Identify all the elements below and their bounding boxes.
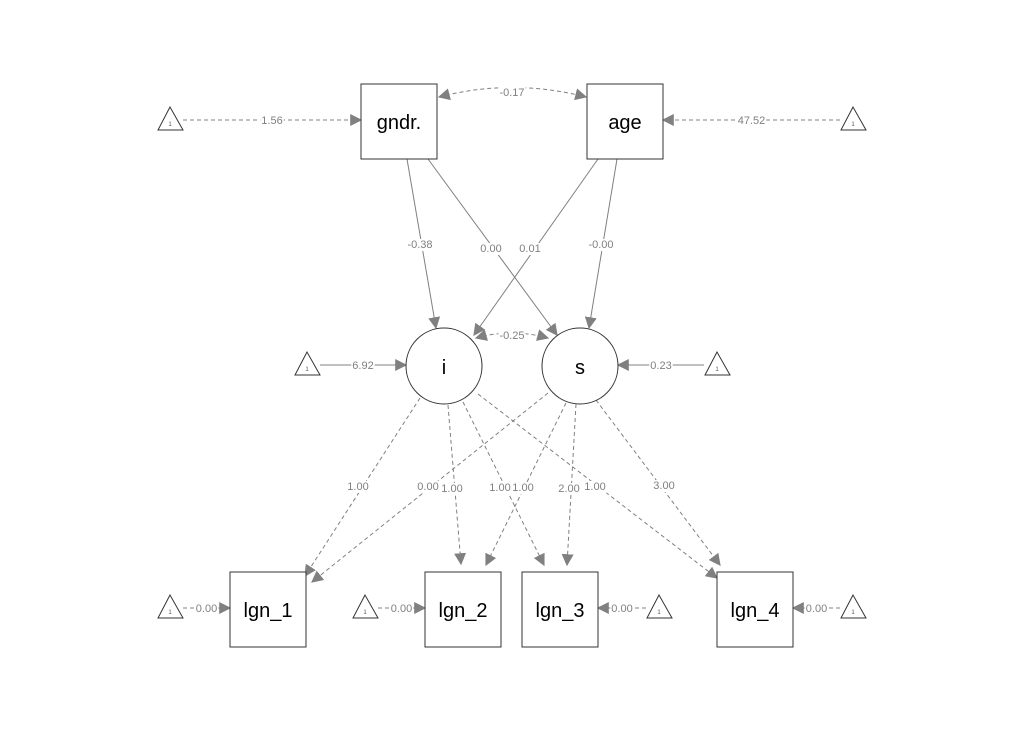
intercept-triangle: 1 bbox=[294, 350, 321, 376]
intercept-label: 0.00 bbox=[806, 603, 827, 615]
node-label: s bbox=[575, 357, 585, 379]
intercept-triangle: 1 bbox=[646, 593, 673, 619]
triangle-shape bbox=[157, 105, 184, 131]
triangle-label: 1 bbox=[168, 122, 172, 128]
node-age: age bbox=[586, 83, 664, 160]
intercept-label: 0.00 bbox=[611, 603, 632, 615]
triangle-label: 1 bbox=[168, 610, 172, 616]
observed-variable-box bbox=[716, 571, 794, 648]
observed-variable-box bbox=[229, 571, 307, 648]
latent-variable-circle bbox=[541, 327, 619, 405]
intercept-label: 47.52 bbox=[738, 115, 766, 127]
node-lgn-2: lgn_2 bbox=[424, 571, 502, 648]
observed-variable-box bbox=[360, 83, 438, 160]
intercept-triangle: 1 bbox=[157, 105, 184, 131]
regression-label: 0.00 bbox=[480, 243, 501, 255]
triangle-shape bbox=[157, 593, 184, 619]
node-lgn-3: lgn_3 bbox=[521, 571, 599, 648]
observed-variable-box bbox=[586, 83, 664, 160]
triangle-label: 1 bbox=[305, 367, 309, 373]
node-s: s bbox=[541, 327, 619, 405]
node-label: lgn_1 bbox=[244, 600, 293, 622]
triangle-shape bbox=[840, 593, 867, 619]
triangle-shape bbox=[646, 593, 673, 619]
triangle-shape bbox=[352, 593, 379, 619]
node-label: lgn_3 bbox=[536, 600, 585, 622]
regression-label: 0.01 bbox=[519, 243, 540, 255]
node-label: gndr. bbox=[377, 112, 421, 134]
latent-variable-circle bbox=[405, 327, 483, 405]
regression-label: -0.00 bbox=[588, 239, 613, 251]
observed-variable-box bbox=[424, 571, 502, 648]
triangle-label: 1 bbox=[851, 610, 855, 616]
covariance-label: -0.17 bbox=[499, 87, 524, 99]
intercept-triangle: 1 bbox=[840, 593, 867, 619]
loading-edge-s-lgn_1 bbox=[311, 392, 549, 583]
intercept-label: 0.00 bbox=[391, 603, 412, 615]
triangle-shape bbox=[704, 350, 731, 376]
loading-label: 1.00 bbox=[512, 482, 533, 494]
triangle-shape bbox=[294, 350, 321, 376]
loading-label: 2.00 bbox=[558, 483, 579, 495]
intercept-triangle: 1 bbox=[352, 593, 379, 619]
node-lgn-4: lgn_4 bbox=[716, 571, 794, 648]
node-label: i bbox=[442, 357, 446, 379]
intercept-label: 1.56 bbox=[261, 115, 282, 127]
node-i: i bbox=[405, 327, 483, 405]
intercept-triangle: 1 bbox=[157, 593, 184, 619]
loading-label: 0.00 bbox=[417, 481, 438, 493]
triangle-label: 1 bbox=[657, 610, 661, 616]
node-label: age bbox=[608, 112, 641, 134]
intercept-label: 0.23 bbox=[650, 360, 671, 372]
intercept-label: 6.92 bbox=[352, 360, 373, 372]
loading-edge-s-lgn_2 bbox=[485, 402, 567, 567]
node-lgn-1: lgn_1 bbox=[229, 571, 307, 648]
covariance-label: -0.25 bbox=[499, 330, 524, 342]
triangle-label: 1 bbox=[715, 367, 719, 373]
observed-variable-box bbox=[521, 571, 599, 648]
intercept-triangle: 1 bbox=[840, 105, 867, 131]
node-label: lgn_4 bbox=[731, 600, 780, 622]
covariance-edge-gndr-age bbox=[437, 87, 588, 101]
triangle-shape bbox=[840, 105, 867, 131]
triangle-label: 1 bbox=[851, 122, 855, 128]
loading-label: 1.00 bbox=[347, 481, 368, 493]
intercept-triangle: 1 bbox=[704, 350, 731, 376]
loading-label: 1.00 bbox=[489, 482, 510, 494]
loading-label: 3.00 bbox=[653, 480, 674, 492]
node-label: lgn_2 bbox=[439, 600, 488, 622]
triangle-label: 1 bbox=[363, 610, 367, 616]
node-gndr: gndr. bbox=[360, 83, 438, 160]
regression-label: -0.38 bbox=[407, 239, 432, 251]
loading-label: 1.00 bbox=[584, 481, 605, 493]
intercept-label: 0.00 bbox=[196, 603, 217, 615]
loading-label: 1.00 bbox=[441, 483, 462, 495]
